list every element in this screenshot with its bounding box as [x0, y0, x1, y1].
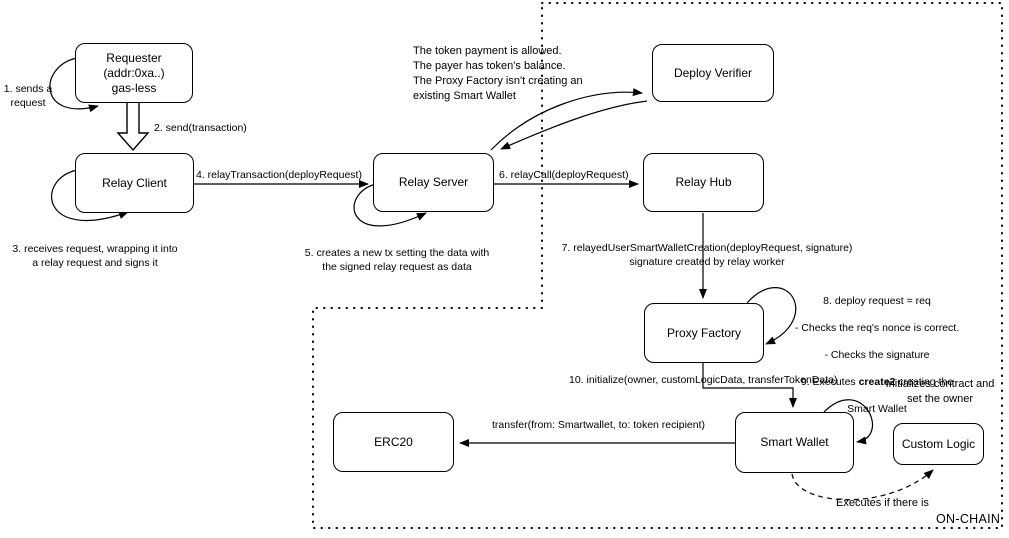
node-requester-label: Requester (addr:0xa..) gas-less — [103, 50, 165, 95]
label-step1: 1. sends a request — [3, 83, 53, 109]
node-requester: Requester (addr:0xa..) gas-less — [75, 43, 193, 103]
node-relay-hub-label: Relay Hub — [675, 175, 732, 189]
label-step9-post: creating the — [895, 375, 954, 388]
label-step8-9: 8. deploy request = req - Checks the req… — [783, 281, 971, 430]
node-smart-wallet: Smart Wallet — [735, 412, 854, 473]
label-step8-line1: 8. deploy request = req — [823, 294, 931, 307]
node-relay-server: Relay Server — [373, 153, 494, 212]
label-step5: 5. creates a new tx setting the data wit… — [304, 247, 490, 273]
node-deploy-verifier: Deploy Verifier — [652, 44, 774, 102]
label-executes-note: Executes if there is — [836, 497, 929, 509]
label-transfer: transfer(from: Smartwallet, to: token re… — [492, 419, 705, 431]
node-custom-logic: Custom Logic — [893, 423, 984, 465]
loop-proxy-factory — [746, 287, 797, 345]
loop-relay-server — [353, 183, 427, 227]
node-custom-logic-label: Custom Logic — [901, 436, 976, 451]
node-relay-client: Relay Client — [75, 153, 194, 213]
label-step9-pre: 9. Executes — [800, 375, 859, 388]
node-relay-server-label: Relay Server — [398, 175, 469, 189]
label-verifier-note: The token payment is allowed. The payer … — [413, 45, 583, 102]
dashed-executes-arrow — [791, 469, 934, 501]
label-step6: 6. relayCall(deployRequest) — [499, 169, 629, 181]
node-relay-client-label: Relay Client — [102, 175, 167, 190]
label-step9-line1: 9. Executes create2 creating the — [783, 376, 971, 390]
label-step9-bold: create2 — [858, 375, 896, 388]
node-deploy-verifier-label: Deploy Verifier — [673, 65, 753, 80]
loop-requester — [49, 57, 99, 113]
node-relay-hub: Relay Hub — [643, 153, 764, 212]
node-erc20-label: ERC20 — [374, 434, 413, 449]
onchain-boundary — [312, 2, 1003, 529]
node-erc20: ERC20 — [333, 412, 454, 472]
label-step7: 7. relayedUserSmartWalletCreation(deploy… — [561, 242, 853, 268]
label-step9-line2: Smart Wallet — [847, 402, 907, 415]
loop-relay-client — [51, 169, 129, 222]
block-arrow-send — [116, 101, 150, 152]
label-step4: 4. relayTransaction(deployRequest) — [196, 169, 362, 181]
curve-from-deploy-verifier — [500, 100, 648, 150]
label-step8-line3: - Checks the signature — [824, 348, 930, 361]
label-step10: 10. initialize(owner, customLogicData, t… — [569, 374, 838, 386]
label-onchain: ON-CHAIN — [936, 512, 1001, 526]
label-step3: 3. receives request, wrapping it into a … — [12, 243, 178, 269]
loop-smart-wallet — [823, 399, 874, 445]
label-step2: 2. send(transaction) — [154, 122, 247, 134]
node-proxy-factory-label: Proxy Factory — [666, 325, 741, 340]
arrow-initialize — [702, 363, 797, 408]
label-step8-line2: - Checks the req's nonce is correct. — [794, 321, 960, 334]
node-proxy-factory: Proxy Factory — [644, 303, 764, 363]
node-smart-wallet-label: Smart Wallet — [760, 435, 829, 449]
curve-to-deploy-verifier — [490, 88, 643, 151]
label-init-note: Initializes contract and set the owner — [885, 378, 995, 405]
